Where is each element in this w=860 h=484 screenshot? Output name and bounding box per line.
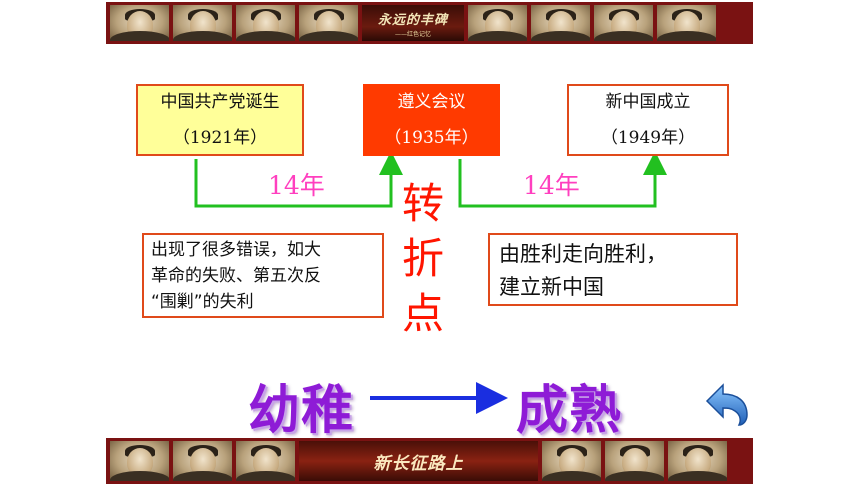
note-line: 革命的失败、第五次反 bbox=[151, 266, 321, 286]
note-line: “围剿”的失利 bbox=[151, 292, 254, 312]
milestone-prc-founding: 新中国成立 （1949年） bbox=[567, 84, 729, 156]
milestone-name: 新中国成立 bbox=[605, 92, 691, 112]
portrait-photo bbox=[236, 5, 295, 41]
milestone-name: 中国共产党诞生 bbox=[160, 92, 280, 112]
milestone-year: （1935年） bbox=[384, 128, 479, 148]
portrait-photo bbox=[299, 5, 358, 41]
top-banner-subtitle: ——红色记忆 bbox=[394, 30, 431, 38]
portrait-photo bbox=[173, 441, 232, 481]
top-photo-strip: 永远的丰碑 ——红色记忆 bbox=[106, 2, 753, 44]
span-label-first: 14年 bbox=[268, 171, 325, 200]
milestone-year: （1949年） bbox=[600, 128, 696, 148]
portrait-photo bbox=[468, 5, 527, 41]
bottom-banner-title: 新长征路上 bbox=[299, 441, 538, 481]
bottom-banner-title-text: 新长征路上 bbox=[373, 453, 464, 474]
milestone-year: （1921年） bbox=[172, 128, 268, 148]
portrait-photo bbox=[531, 5, 590, 41]
portrait-photo bbox=[605, 441, 664, 481]
turning-point-char: 转 bbox=[401, 179, 444, 228]
bottom-photo-strip: 新长征路上 bbox=[106, 438, 753, 484]
portrait-photo bbox=[657, 5, 716, 41]
turning-point-char: 折 bbox=[401, 234, 444, 283]
note-line: 出现了很多错误，如大 bbox=[151, 240, 321, 260]
portrait-photo bbox=[110, 441, 169, 481]
note-line: 由胜利走向胜利， bbox=[499, 242, 667, 266]
milestone-name: 遵义会议 bbox=[397, 92, 466, 112]
connector-arrow-1921-1935 bbox=[194, 151, 403, 208]
back-button[interactable] bbox=[703, 381, 751, 427]
span-label-second: 14年 bbox=[523, 171, 580, 200]
note-early-mistakes: 出现了很多错误，如大 革命的失败、第五次反 “围剿”的失利 bbox=[142, 233, 384, 318]
milestone-cpc-founding: 中国共产党诞生 （1921年） bbox=[136, 84, 304, 156]
top-banner-title: 永远的丰碑 ——红色记忆 bbox=[362, 5, 464, 41]
portrait-photo bbox=[542, 441, 601, 481]
back-arrow-icon bbox=[705, 383, 748, 426]
note-line: 建立新中国 bbox=[499, 275, 604, 299]
note-victory: 由胜利走向胜利， 建立新中国 bbox=[488, 233, 738, 306]
turning-point-char: 点 bbox=[401, 289, 444, 338]
turning-point-label: 转 折 点 bbox=[398, 176, 448, 341]
word-immature: 幼稚 bbox=[248, 381, 355, 441]
top-banner-title-text: 永远的丰碑 bbox=[377, 12, 448, 28]
portrait-photo bbox=[173, 5, 232, 41]
connector-arrow-1935-1949 bbox=[458, 151, 667, 208]
portrait-photo bbox=[110, 5, 169, 41]
portrait-photo bbox=[668, 441, 727, 481]
portrait-photo bbox=[236, 441, 295, 481]
word-mature: 成熟 bbox=[516, 381, 623, 441]
portrait-photo bbox=[594, 5, 653, 41]
milestone-zunyi-conference: 遵义会议 （1935年） bbox=[363, 84, 500, 156]
